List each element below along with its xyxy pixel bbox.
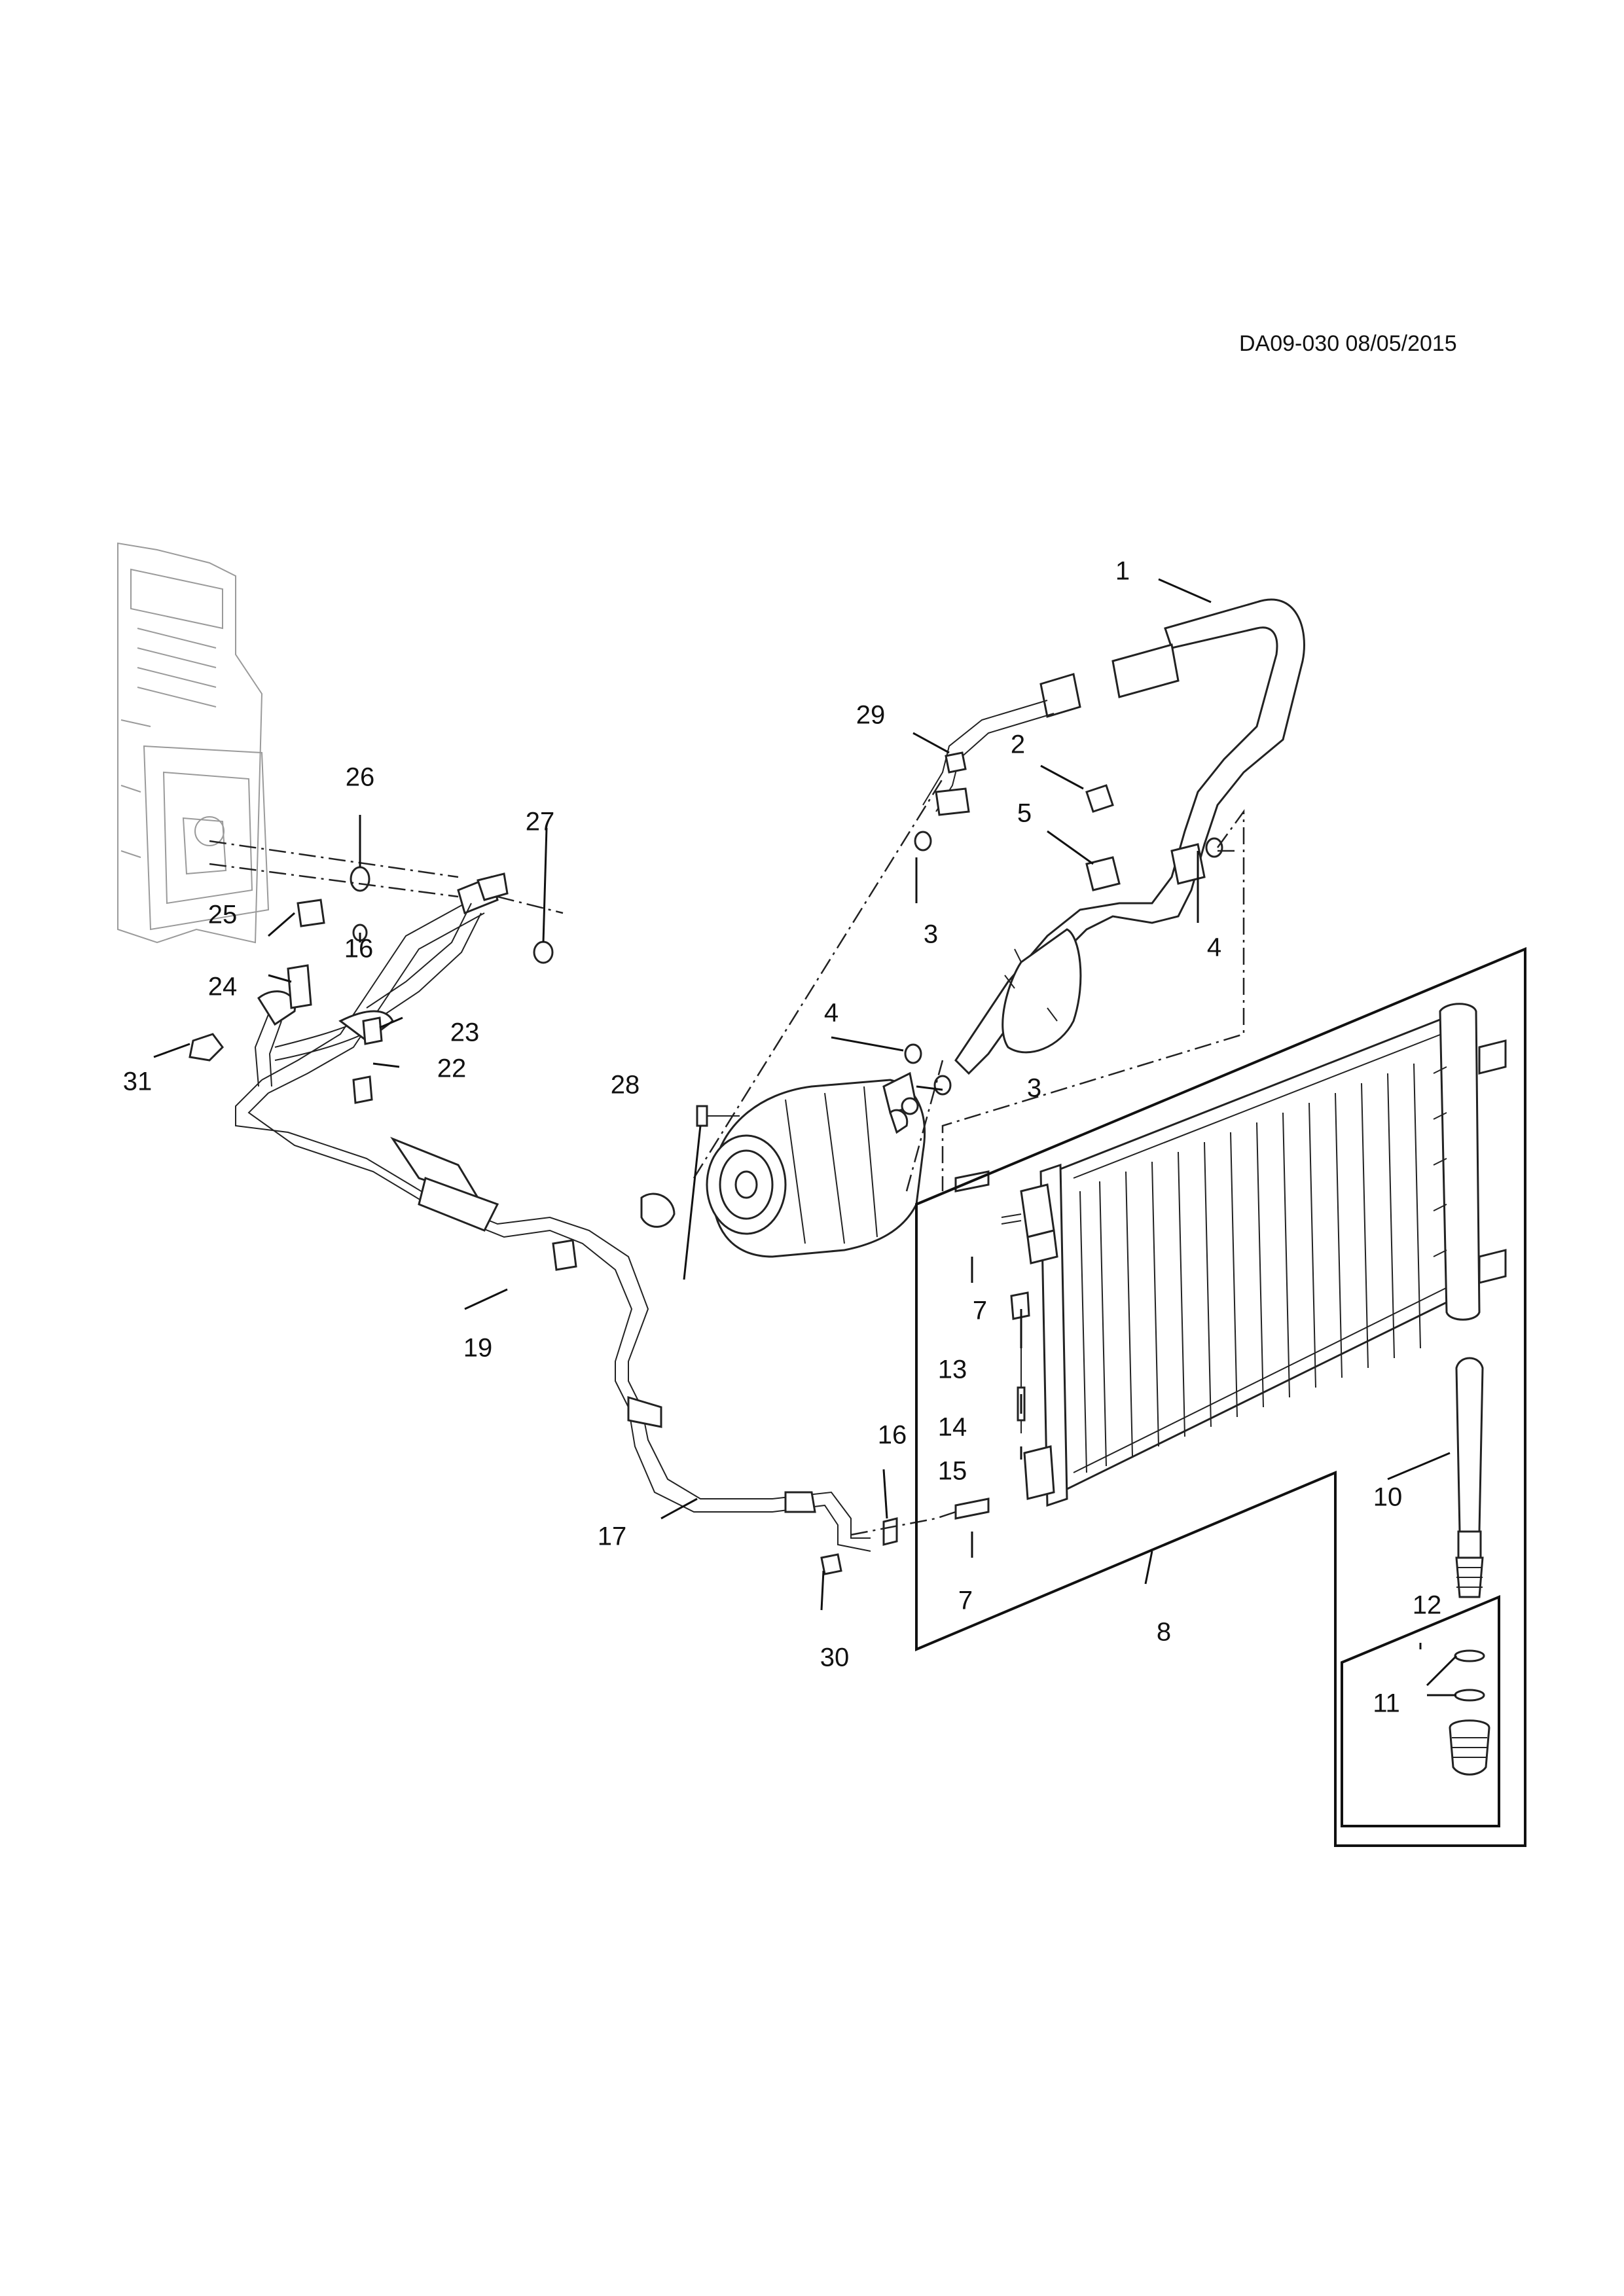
callout-30: 30 <box>820 1643 850 1672</box>
callout-8: 8 <box>1157 1618 1171 1647</box>
callout-28: 28 <box>611 1071 640 1100</box>
callout-31: 31 <box>123 1067 153 1096</box>
callout-11: 11 <box>1373 1689 1400 1718</box>
callout-15: 15 <box>938 1457 967 1486</box>
condenser-icon <box>1001 1003 1507 1507</box>
seal-kit-frame <box>1341 1595 1500 1827</box>
compressor-icon <box>706 1071 926 1258</box>
callout-3a: 3 <box>924 920 938 949</box>
callout-3b: 3 <box>1027 1074 1041 1103</box>
callout-5: 5 <box>1017 799 1032 828</box>
callout-10: 10 <box>1373 1483 1403 1512</box>
condenser-group-frame <box>915 946 1526 1847</box>
callout-27: 27 <box>526 808 555 836</box>
small-hardware <box>189 751 1223 1575</box>
callout-1: 1 <box>1115 557 1130 586</box>
callout-14: 14 <box>938 1413 967 1442</box>
callout-12: 12 <box>1413 1591 1442 1620</box>
callout-labels: 1 29 2 5 3 4 4 3 28 26 27 25 16 24 23 22… <box>123 557 1442 1718</box>
callout-19: 19 <box>463 1334 493 1363</box>
assembly-lines <box>209 778 1245 1536</box>
callout-2: 2 <box>1011 730 1025 759</box>
callout-22: 22 <box>437 1054 467 1083</box>
leader-lines <box>153 578 1458 1696</box>
callout-26: 26 <box>346 763 375 792</box>
diagram-reference: DA09-030 08/05/2015 <box>1239 331 1457 356</box>
callout-7a: 7 <box>973 1297 987 1325</box>
hvac-module-icon <box>117 542 270 944</box>
callout-4b: 4 <box>824 999 839 1028</box>
callout-16a: 16 <box>344 935 374 963</box>
callout-13: 13 <box>938 1355 967 1384</box>
suction-hose <box>922 598 1305 1075</box>
callout-25: 25 <box>208 901 238 929</box>
seal-kit-icon <box>1449 1649 1490 1776</box>
callout-29: 29 <box>856 701 886 730</box>
callout-4a: 4 <box>1207 933 1221 962</box>
callout-23: 23 <box>450 1018 480 1047</box>
callout-7b: 7 <box>958 1587 973 1615</box>
main-refrigerant-line <box>235 872 871 1552</box>
callout-16b: 16 <box>878 1421 907 1450</box>
callout-17: 17 <box>598 1522 627 1551</box>
callout-24: 24 <box>208 973 238 1001</box>
receiver-dryer-icon <box>1455 1357 1484 1598</box>
